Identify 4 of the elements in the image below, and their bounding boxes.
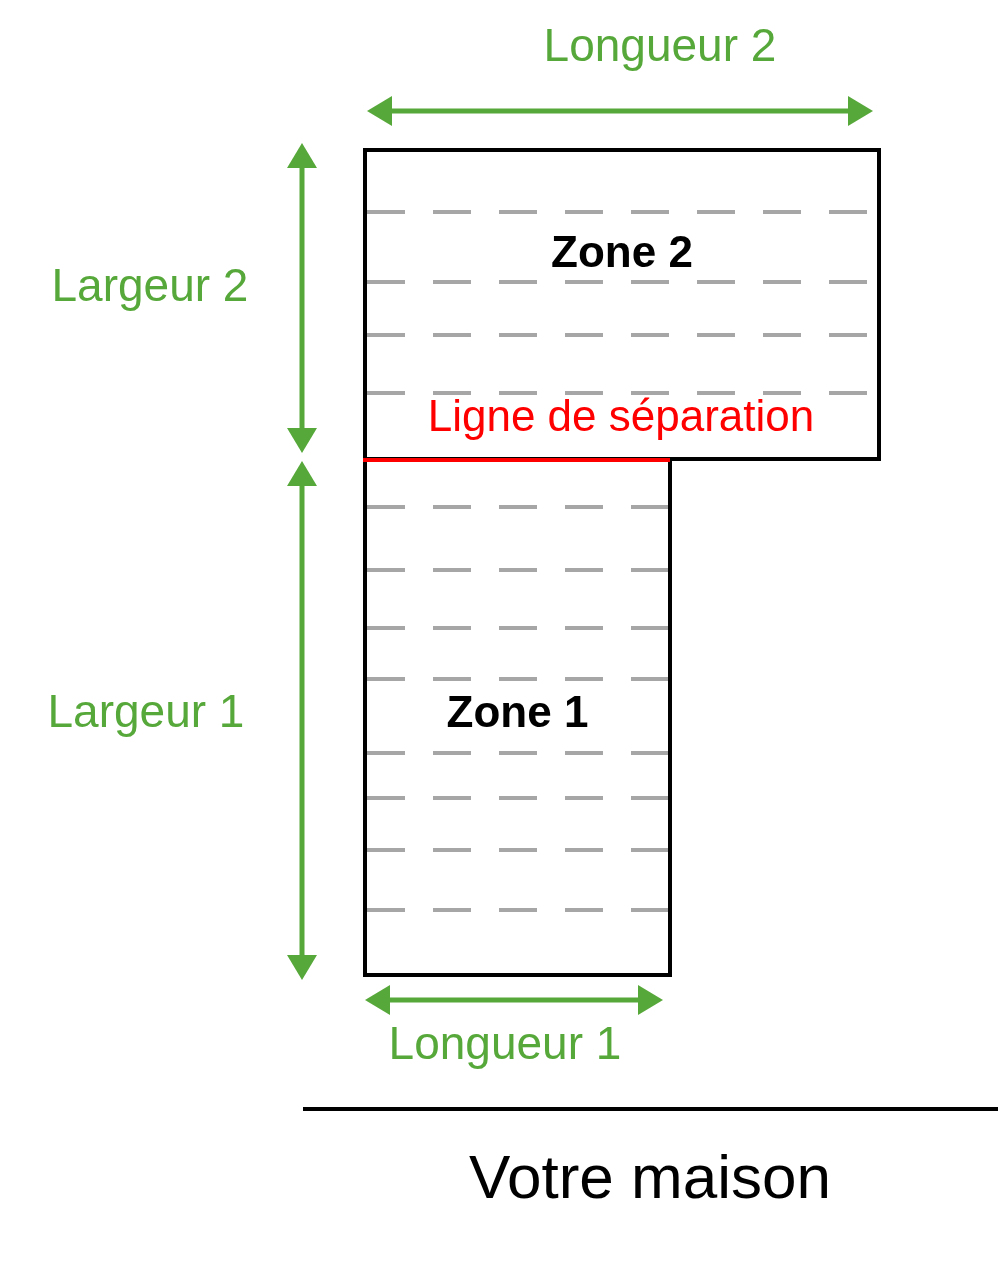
zone-area (363, 460, 672, 977)
zone-area (363, 148, 881, 461)
house-label: Votre maison (469, 1146, 831, 1208)
separation-label: Ligne de séparation (427, 394, 815, 438)
